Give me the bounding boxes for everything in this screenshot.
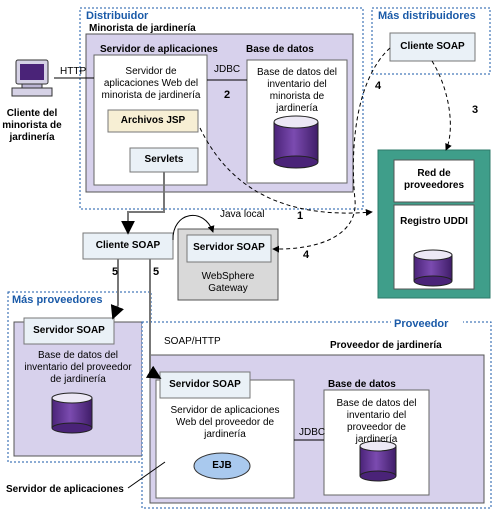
more-suppliers-title: Más proveedores xyxy=(12,294,103,306)
jsp-label: Archivos JSP xyxy=(120,115,186,126)
flow-5-left-arrow xyxy=(110,259,124,320)
supplier-network-inner xyxy=(393,159,475,203)
more-distributors-title: Más distribuidores xyxy=(378,10,476,22)
gateway-soap-server-label: Servidor SOAP xyxy=(193,242,265,253)
step-3-label: 3 xyxy=(472,104,479,116)
provider-jdbc-label: JDBC xyxy=(299,427,326,438)
more-distributors-client-label: Cliente SOAP xyxy=(400,41,465,52)
more-suppliers-title-bg xyxy=(10,293,114,307)
provider-app-text: Servidor de aplicaciones Web del proveed… xyxy=(170,405,280,440)
step-4-top-label: 4 xyxy=(375,80,382,92)
ejb-label: EJB xyxy=(212,460,232,471)
servlets-box xyxy=(129,147,199,173)
step-5-left-label: 5 xyxy=(112,266,119,278)
provider-name: Proveedor de jardinería xyxy=(330,340,442,351)
soap-http-label: SOAP/HTTP xyxy=(164,336,221,347)
jsp-box xyxy=(107,109,199,133)
servlets-label: Servlets xyxy=(144,154,184,165)
provider-title-bg xyxy=(391,316,463,330)
retailer-title: Minorista de jardinería xyxy=(89,23,196,34)
retailer-db-cylinder-icon xyxy=(273,115,319,169)
provider-title: Proveedor xyxy=(394,318,449,330)
gateway-label: WebSphere Gateway xyxy=(201,271,255,294)
retailer-app-text: Servidor de aplicaciones Web del minoris… xyxy=(101,66,201,101)
flow-3-arrow xyxy=(431,60,452,151)
client-label: Cliente del minorista de jardinería xyxy=(2,108,62,143)
soap-client-label: Cliente SOAP xyxy=(95,240,161,251)
step-1-label: 1 xyxy=(297,210,304,222)
flow-5-provider-arrow xyxy=(145,259,162,379)
app-server-pointer-line xyxy=(127,461,166,489)
client-monitor-icon xyxy=(11,59,53,97)
more-suppliers-soap-server-label: Servidor SOAP xyxy=(33,325,105,336)
more-suppliers-db-text: Base de datos del inventario del proveed… xyxy=(24,350,132,385)
more-distributors-client-box xyxy=(389,32,476,62)
step-2-label: 2 xyxy=(224,89,231,101)
more-suppliers-soap-server-box xyxy=(23,317,115,345)
provider-db-title: Base de datos xyxy=(328,379,396,390)
local-java-label: Java local xyxy=(220,209,265,220)
servlets-to-client-arrow xyxy=(121,172,165,235)
retailer-db-title: Base de datos xyxy=(246,44,314,55)
supplier-network-label: Red de proveedores xyxy=(403,168,465,191)
retailer-app-server-title: Servidor de aplicaciones xyxy=(100,44,218,55)
ejb-ellipse xyxy=(193,452,251,480)
local-java-arrow xyxy=(172,215,215,241)
soap-client-box xyxy=(82,232,174,260)
provider-soap-server-label: Servidor SOAP xyxy=(169,379,241,390)
distributor-title: Distribuidor xyxy=(86,10,149,22)
flow-4-arrow xyxy=(272,47,391,253)
provider-db-text: Base de datos del inventario del proveed… xyxy=(336,398,417,445)
step-4-bottom-label: 4 xyxy=(303,249,310,261)
retailer-jdbc-label: JDBC xyxy=(214,64,241,75)
app-server-label: Servidor de aplicaciones xyxy=(6,484,124,495)
retailer-db-text: Base de datos del inventario del minoris… xyxy=(256,67,338,114)
provider-soap-server-box xyxy=(159,371,251,399)
uddi-db-cylinder-icon xyxy=(413,249,453,287)
uddi-registry-label: Registro UDDI xyxy=(400,216,468,227)
step-5-right-label: 5 xyxy=(153,266,160,278)
http-label: HTTP xyxy=(60,66,87,77)
provider-db-cylinder-icon xyxy=(359,440,397,482)
more-suppliers-db-cylinder-icon xyxy=(51,392,93,434)
gateway-soap-server-box xyxy=(186,234,272,263)
distributor-title-bg xyxy=(82,9,155,23)
